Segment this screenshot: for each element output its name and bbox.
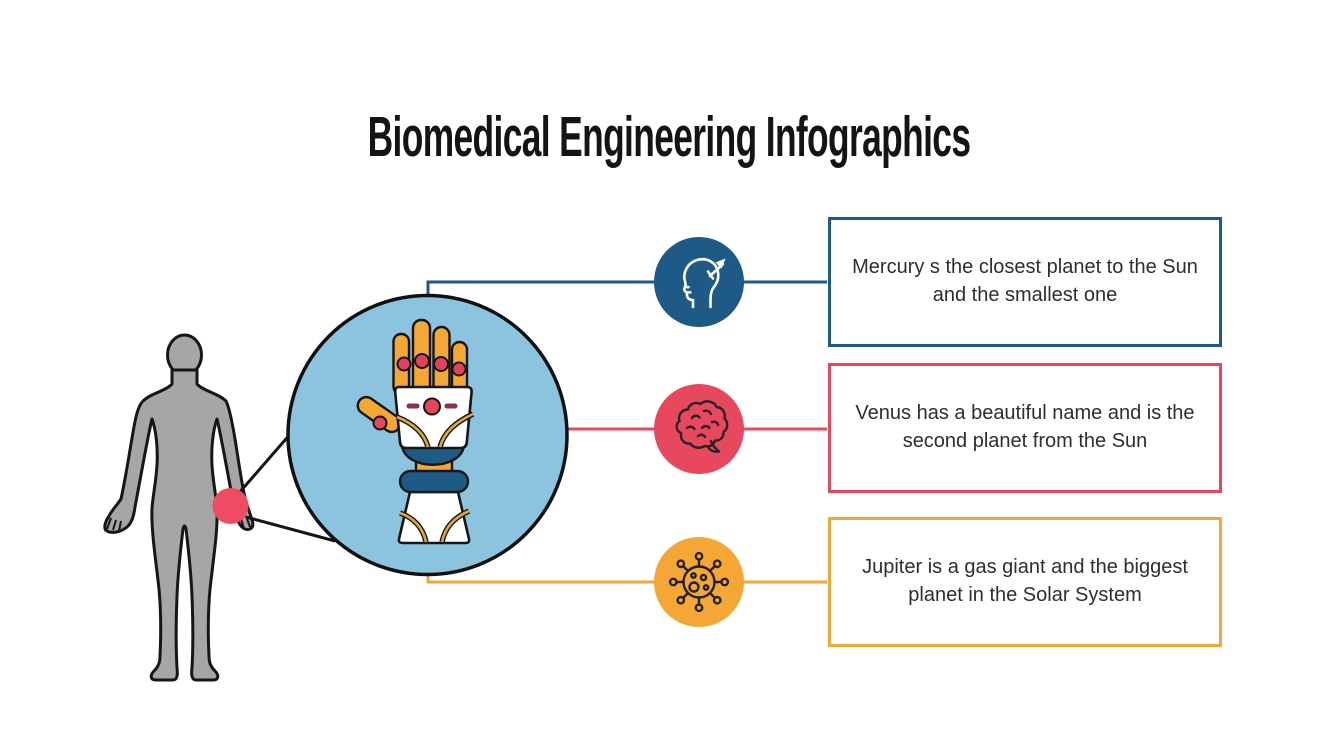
virus-icon bbox=[668, 551, 730, 613]
item-2-card: Venus has a beautiful name and is the se… bbox=[828, 363, 1222, 493]
item-1-icon-circle bbox=[654, 237, 744, 327]
item-3-text: Jupiter is a gas giant and the biggest p… bbox=[862, 556, 1188, 606]
head-with-arrow-icon bbox=[683, 257, 726, 309]
hand-highlight-dot bbox=[212, 488, 249, 524]
knuckles bbox=[396, 353, 467, 377]
wrist-band bbox=[398, 469, 470, 494]
item-3-card: Jupiter is a gas giant and the biggest p… bbox=[828, 517, 1222, 647]
forearm-details bbox=[398, 508, 471, 543]
connector-yellow bbox=[426, 570, 827, 584]
item-2-text: Venus has a beautiful name and is the se… bbox=[855, 402, 1195, 452]
palm bbox=[393, 385, 473, 450]
page-title: Biomedical Engineering Infographics bbox=[367, 105, 971, 170]
palm-details bbox=[395, 397, 475, 448]
item-2-icon-circle bbox=[654, 384, 744, 474]
brain-icon bbox=[675, 400, 729, 453]
callout-lines bbox=[237, 431, 336, 543]
item-3-icon-circle bbox=[654, 537, 744, 627]
connector-blue bbox=[426, 280, 827, 300]
robotic-hand-illustration bbox=[356, 318, 475, 545]
item-1-card: Mercury s the closest planet to the Sun … bbox=[828, 217, 1222, 347]
item-1-text: Mercury s the closest planet to the Sun … bbox=[852, 256, 1198, 306]
forearm bbox=[397, 490, 471, 545]
